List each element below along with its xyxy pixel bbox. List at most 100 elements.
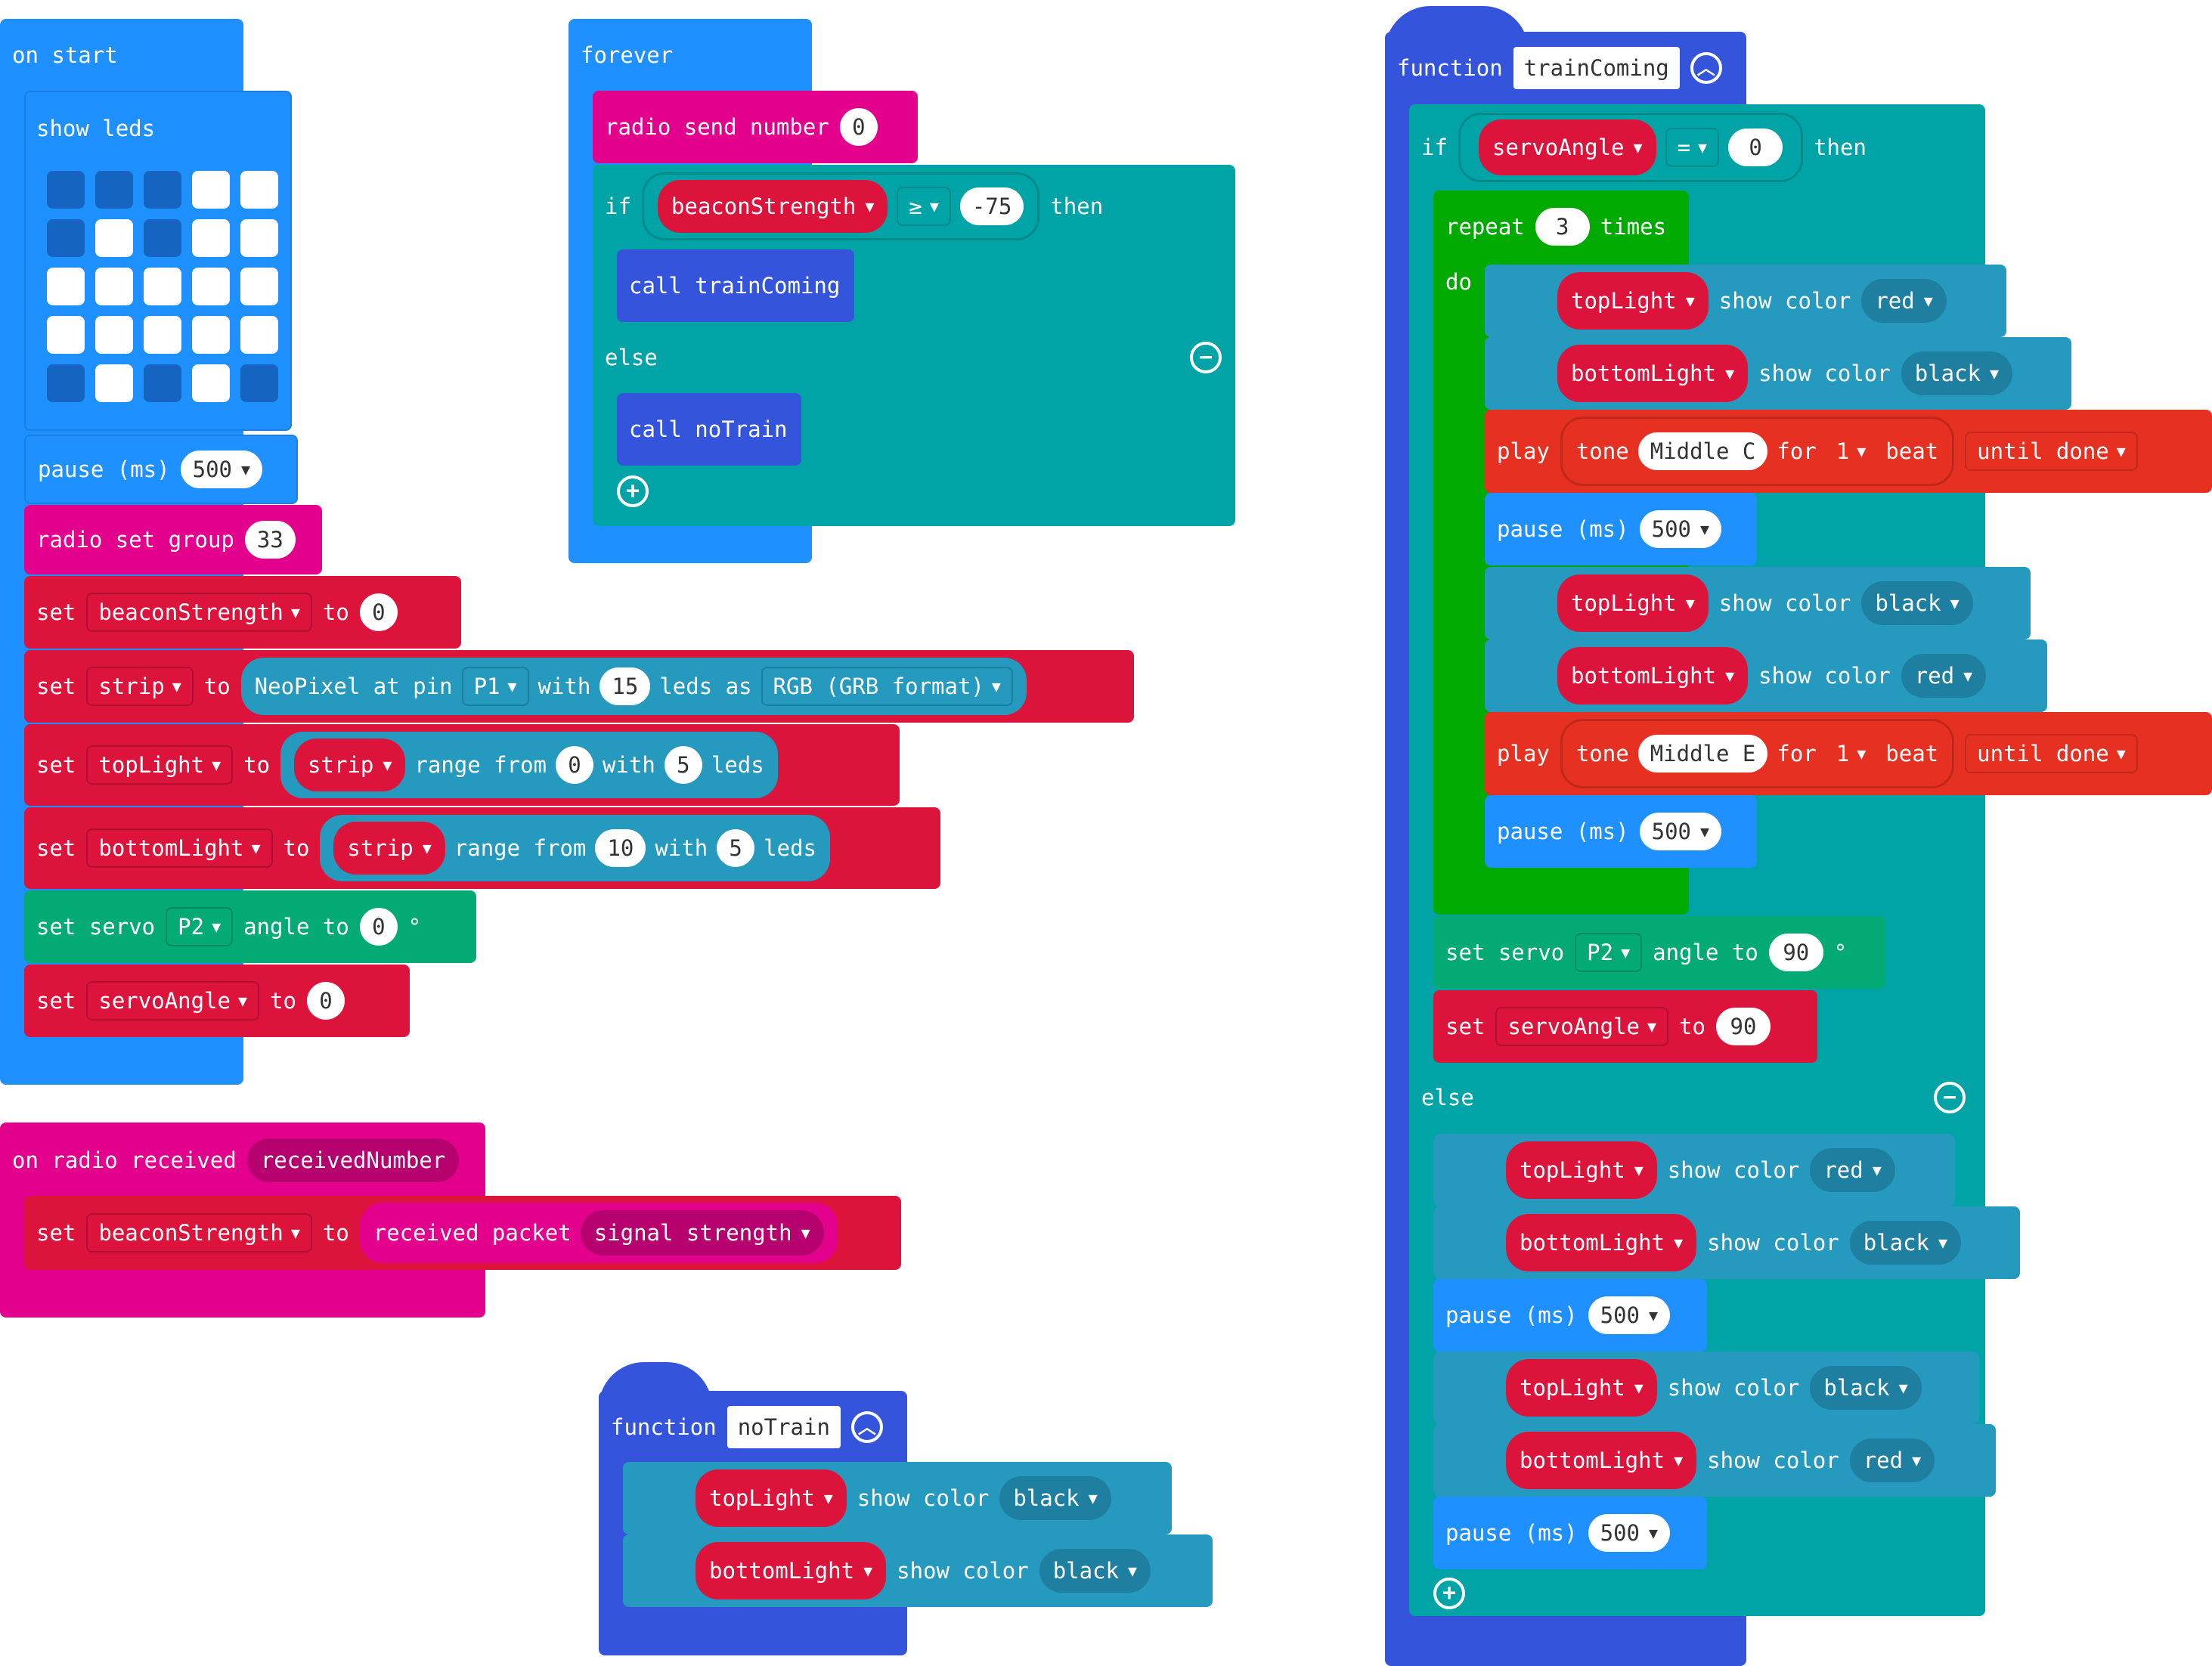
function-name-field[interactable]: noTrain: [726, 1406, 841, 1448]
led-cell[interactable]: [240, 268, 278, 305]
pause-block[interactable]: pause (ms) 500 ▼: [24, 435, 298, 504]
led-cell[interactable]: [144, 219, 181, 257]
compare-value-input[interactable]: -75: [959, 187, 1024, 225]
color-dropdown[interactable]: black▼: [1901, 351, 2013, 395]
led-cell[interactable]: [47, 219, 85, 257]
else-show-color-1[interactable]: topLight▼ show color red▼: [1433, 1134, 1955, 1206]
led-cell[interactable]: [95, 171, 133, 209]
led-cell[interactable]: [192, 364, 230, 402]
led-count-input[interactable]: 15: [599, 667, 651, 705]
led-cell[interactable]: [47, 364, 85, 402]
toplight-var-pill[interactable]: topLight▼: [1557, 272, 1709, 330]
tone-block[interactable]: tone Middle C for 1▼ beat: [1560, 416, 1955, 486]
pause-value-dropdown[interactable]: 500 ▼: [1588, 1514, 1671, 1552]
color-dropdown[interactable]: red▼: [1849, 1438, 1935, 1482]
beacon-var-pill[interactable]: beaconStrength▼: [657, 180, 888, 233]
tone-block[interactable]: tone Middle E for 1▼ beat: [1560, 719, 1955, 788]
range-from-input[interactable]: 0: [556, 746, 594, 784]
range-count-input[interactable]: 5: [664, 746, 702, 784]
function-name-field[interactable]: trainComing: [1513, 47, 1680, 89]
plus-circle-icon[interactable]: +: [1433, 1578, 1465, 1609]
value-input[interactable]: 90: [1715, 1008, 1771, 1045]
color-dropdown[interactable]: red▼: [1810, 1148, 1895, 1192]
pause-value-dropdown[interactable]: 500 ▼: [180, 451, 263, 488]
notrain-show-color-1[interactable]: topLight▼ show color black▼: [623, 1462, 1172, 1534]
repeat-count-input[interactable]: 3: [1535, 208, 1590, 246]
collapse-chevron-up-icon[interactable]: ︿: [1690, 52, 1722, 84]
play-tone-block-1[interactable]: play tone Middle C for 1▼ beat until don…: [1485, 410, 2212, 493]
else-pause-2[interactable]: pause (ms) 500 ▼: [1433, 1497, 1707, 1569]
color-dropdown[interactable]: red▼: [1861, 279, 1947, 323]
color-dropdown[interactable]: red▼: [1901, 654, 1987, 698]
range-count-input[interactable]: 5: [717, 829, 755, 867]
set-servo-block[interactable]: set servo P2▼ angle to 90 °: [1433, 916, 1885, 989]
neopixel-create-block[interactable]: NeoPixel at pin P1▼ with 15 leds as RGB …: [240, 658, 1027, 715]
set-servo-block[interactable]: set servo P2▼ angle to 0 °: [24, 890, 476, 963]
call-notrain-block[interactable]: call noTrain: [617, 393, 801, 466]
var-dropdown-servoangle[interactable]: servoAngle▼: [1495, 1007, 1669, 1046]
angle-input[interactable]: 90: [1768, 934, 1823, 971]
led-cell[interactable]: [144, 364, 181, 402]
toplight-var-pill[interactable]: topLight▼: [1557, 574, 1709, 632]
value-input[interactable]: 0: [359, 593, 398, 631]
minus-circle-icon[interactable]: −: [1190, 342, 1222, 373]
compare-block[interactable]: servoAngle▼ =▼ 0: [1458, 113, 1804, 182]
led-cell[interactable]: [192, 268, 230, 305]
set-beacon-radio-block[interactable]: set beaconStrength▼ to received packet s…: [24, 1196, 901, 1270]
set-strip-block[interactable]: set strip▼ to NeoPixel at pin P1▼ with 1…: [24, 650, 1134, 723]
led-cell[interactable]: [95, 268, 133, 305]
repeat-show-color-4[interactable]: bottomLight▼ show color red▼: [1485, 639, 2047, 712]
bottomlight-var-pill[interactable]: bottomLight▼: [696, 1542, 887, 1599]
range-block[interactable]: strip▼ range from 10 with 5 leds: [320, 815, 830, 881]
toplight-var-pill[interactable]: topLight▼: [1506, 1141, 1657, 1199]
radio-set-group-block[interactable]: radio set group 33: [24, 505, 322, 574]
led-cell[interactable]: [240, 364, 278, 402]
packet-property-dropdown[interactable]: signal strength▼: [580, 1210, 824, 1256]
received-packet-block[interactable]: received packet signal strength▼: [359, 1203, 838, 1263]
led-cell[interactable]: [240, 316, 278, 354]
led-cell[interactable]: [47, 268, 85, 305]
set-servoangle-block[interactable]: set servoAngle▼ to 90: [1433, 990, 1817, 1063]
led-cell[interactable]: [144, 268, 181, 305]
pause-value-dropdown[interactable]: 500 ▼: [1639, 813, 1722, 850]
notrain-show-color-2[interactable]: bottomLight▼ show color black▼: [623, 1534, 1213, 1607]
bottomlight-var-pill[interactable]: bottomLight▼: [1557, 345, 1749, 402]
servo-pin-dropdown[interactable]: P2▼: [166, 907, 234, 946]
led-cell[interactable]: [240, 171, 278, 209]
radio-send-block[interactable]: radio send number 0: [593, 91, 918, 163]
pause-value-dropdown[interactable]: 500 ▼: [1588, 1296, 1671, 1334]
play-tone-block-2[interactable]: play tone Middle E for 1▼ beat until don…: [1485, 712, 2212, 795]
else-show-color-3[interactable]: topLight▼ show color black▼: [1433, 1352, 1979, 1424]
set-servoangle-block[interactable]: set servoAngle▼ to 0: [24, 965, 410, 1037]
beat-count-dropdown[interactable]: 1▼: [1825, 432, 1877, 471]
bottomlight-var-pill[interactable]: bottomLight▼: [1506, 1432, 1697, 1489]
else-show-color-2[interactable]: bottomLight▼ show color black▼: [1433, 1206, 2020, 1279]
led-cell[interactable]: [95, 316, 133, 354]
color-dropdown[interactable]: black▼: [1039, 1549, 1151, 1593]
var-dropdown-toplight[interactable]: topLight▼: [86, 745, 234, 785]
color-dropdown[interactable]: black▼: [1849, 1221, 1962, 1265]
led-cell[interactable]: [47, 171, 85, 209]
call-traincoming-block[interactable]: call trainComing: [617, 249, 854, 322]
strip-var-pill[interactable]: strip▼: [333, 822, 445, 875]
note-input[interactable]: Middle C: [1637, 432, 1768, 470]
led-cell[interactable]: [144, 316, 181, 354]
beat-count-dropdown[interactable]: 1▼: [1825, 734, 1877, 773]
set-beacon-block[interactable]: set beaconStrength▼ to 0: [24, 576, 461, 649]
until-done-dropdown[interactable]: until done▼: [1965, 432, 2138, 471]
var-dropdown-servoangle[interactable]: servoAngle▼: [86, 981, 260, 1020]
var-dropdown-beacon[interactable]: beaconStrength▼: [86, 593, 312, 632]
led-cell[interactable]: [192, 171, 230, 209]
set-toplight-block[interactable]: set topLight▼ to strip▼ range from 0 wit…: [24, 724, 900, 806]
servo-pin-dropdown[interactable]: P2▼: [1575, 933, 1643, 972]
group-value-input[interactable]: 33: [244, 521, 296, 559]
led-cell[interactable]: [144, 171, 181, 209]
compare-value-input[interactable]: 0: [1728, 129, 1783, 166]
bottomlight-var-pill[interactable]: bottomLight▼: [1557, 647, 1749, 704]
angle-input[interactable]: 0: [359, 908, 398, 946]
repeat-pause-2[interactable]: pause (ms) 500 ▼: [1485, 795, 1757, 868]
led-grid[interactable]: [47, 171, 284, 402]
until-done-dropdown[interactable]: until done▼: [1965, 734, 2138, 773]
received-number-param[interactable]: receivedNumber: [246, 1138, 460, 1182]
led-cell[interactable]: [47, 316, 85, 354]
